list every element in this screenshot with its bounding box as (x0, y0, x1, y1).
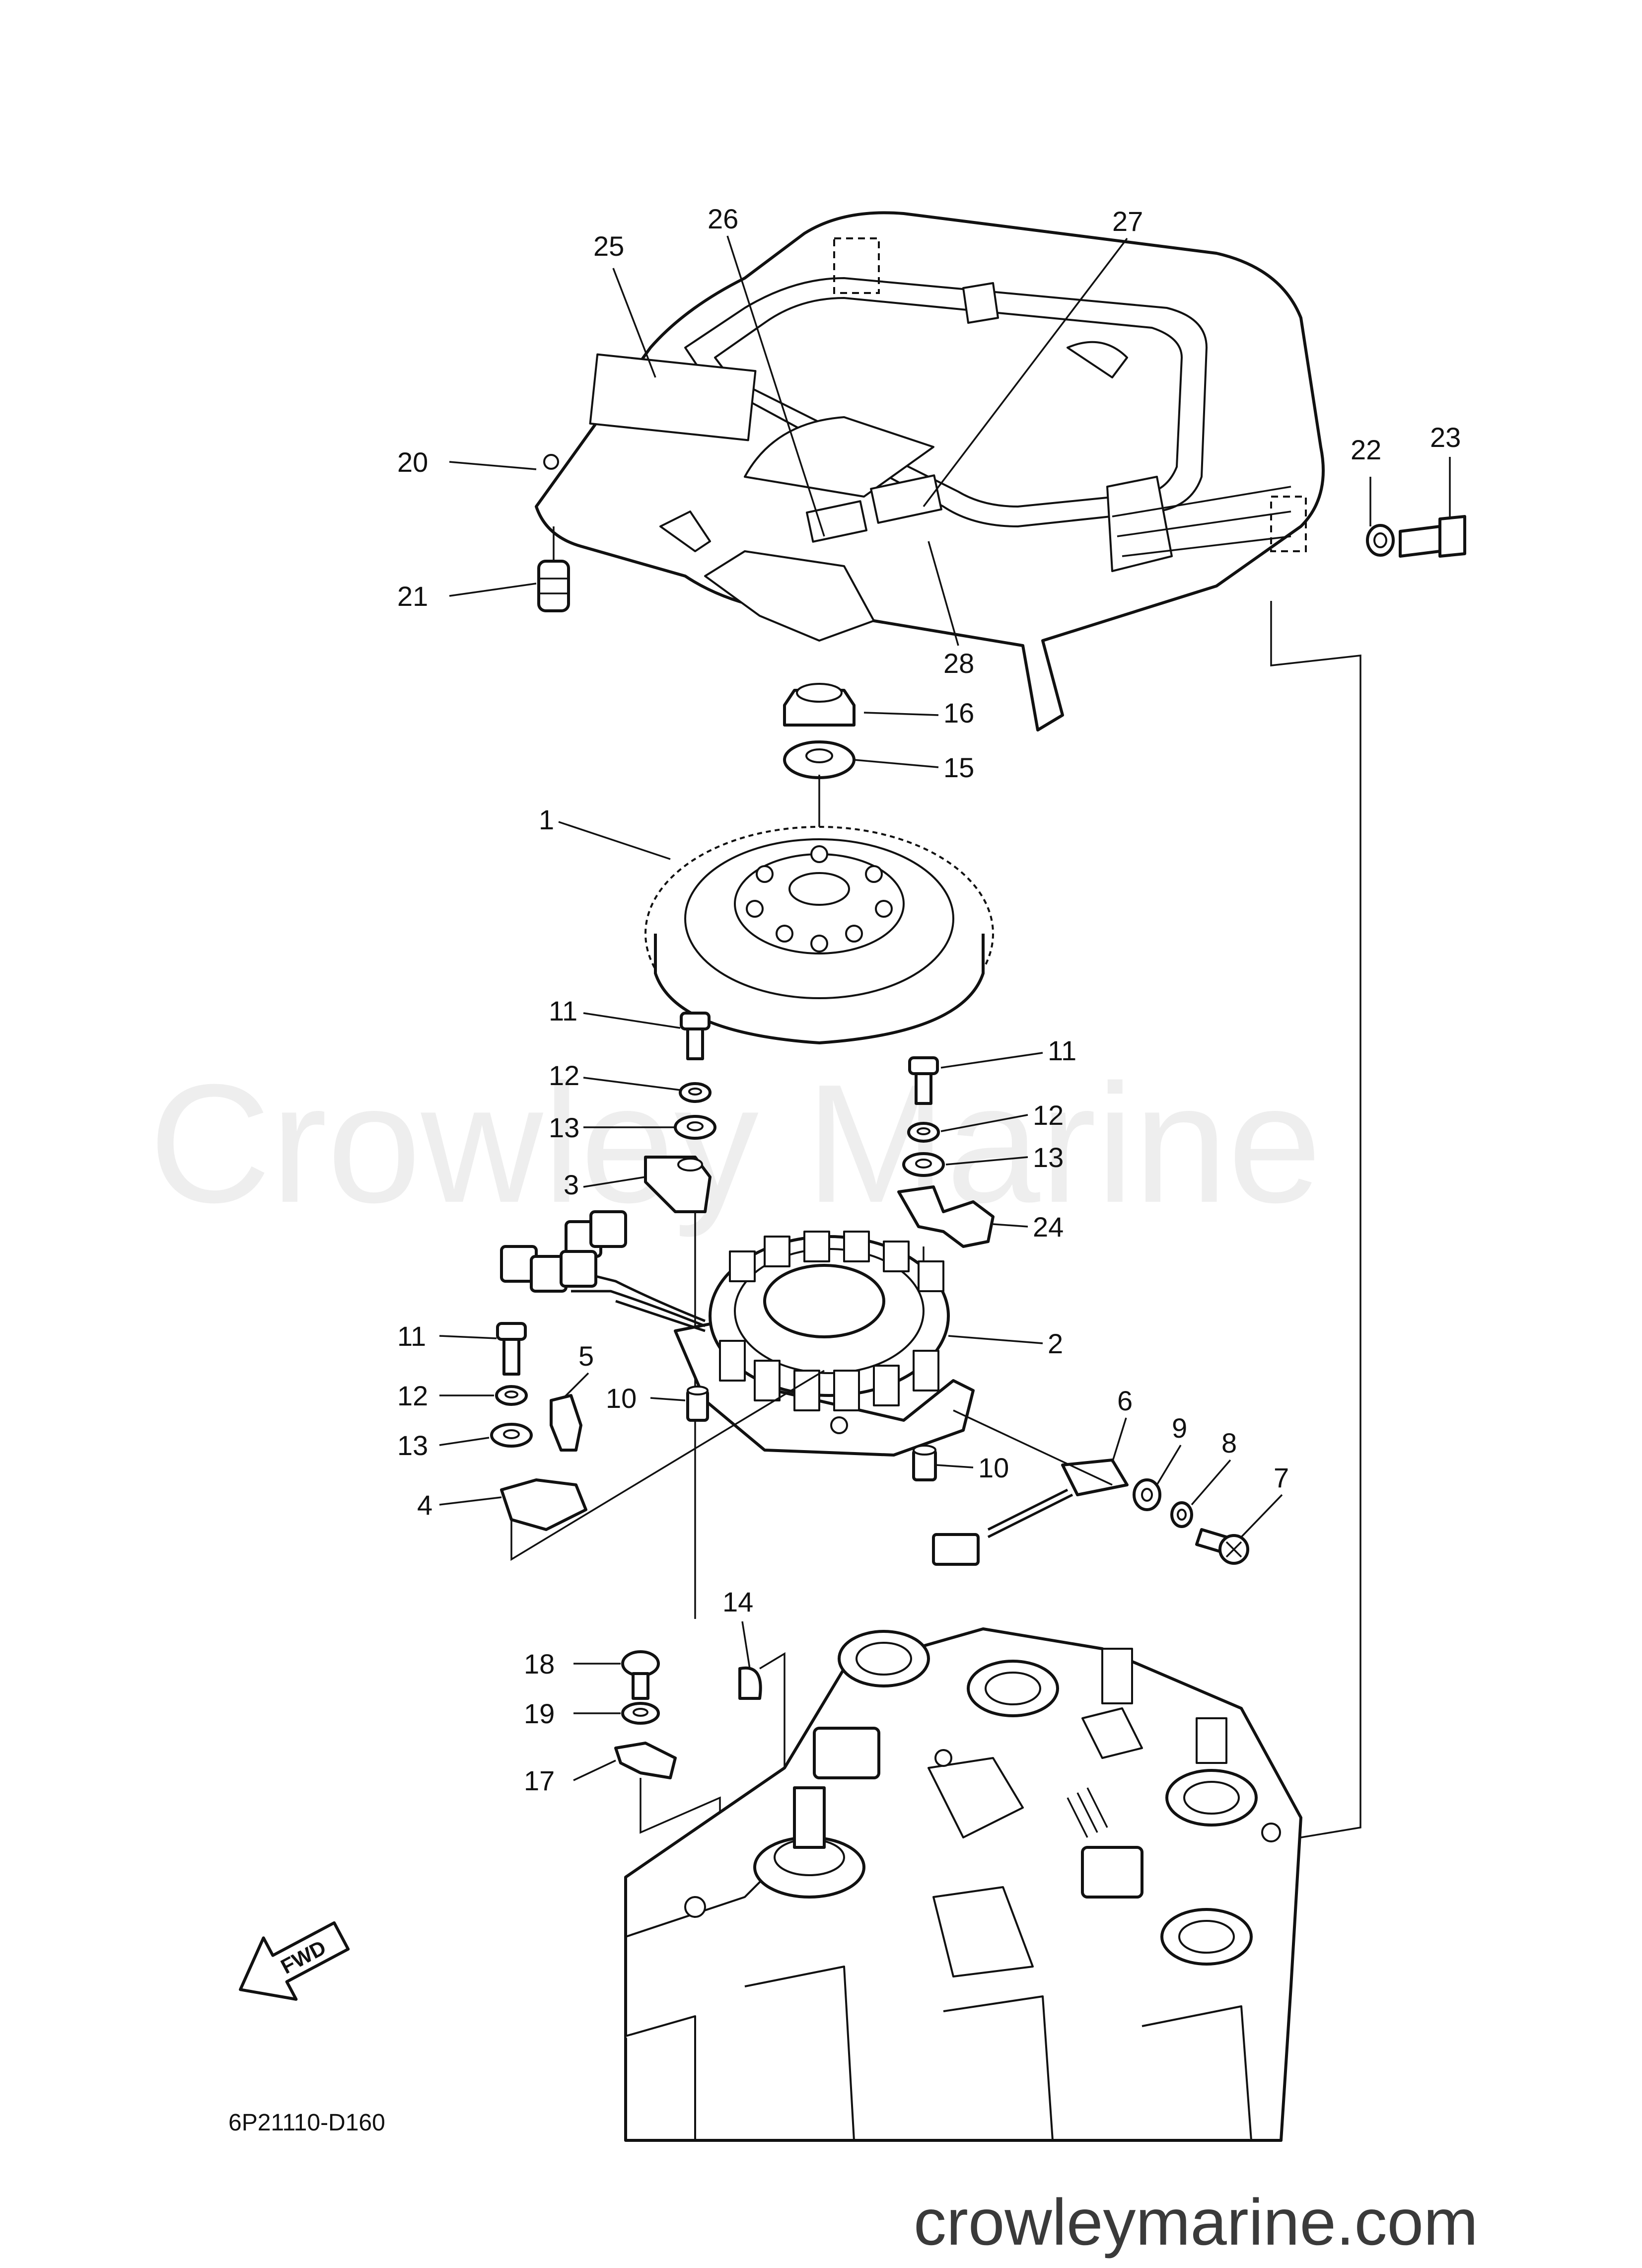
callout-17: 17 (524, 1765, 555, 1796)
callout-10-left: 10 (606, 1383, 637, 1414)
collar-part-10-left (686, 1386, 709, 1422)
callout-13-lower-left: 13 (397, 1430, 428, 1461)
flywheel-cover-part-20 (535, 211, 1325, 732)
screw-part-7 (1195, 1528, 1249, 1565)
bracket-part-17 (614, 1742, 677, 1779)
callout-22: 22 (1351, 434, 1381, 465)
washer-part-15 (783, 740, 856, 779)
callout-11-upper-right: 11 (1048, 1035, 1076, 1066)
callout-8: 8 (1221, 1427, 1237, 1459)
callout-21: 21 (397, 581, 428, 612)
callout-25: 25 (593, 230, 624, 262)
bolt-part-11-lower-left (496, 1322, 527, 1376)
screw-part-18 (621, 1650, 660, 1700)
callout-13-upper-left: 13 (549, 1112, 579, 1143)
grommet-part-21 (537, 526, 570, 612)
site-url[interactable]: crowleymarine.com (914, 2186, 1478, 2259)
bracket-part-5 (550, 1394, 582, 1452)
callout-11-lower-left: 11 (397, 1320, 426, 1352)
bolt-part-11-upper-right (908, 1056, 939, 1105)
bolt-part-23 (1399, 515, 1466, 558)
callout-10-right: 10 (978, 1452, 1009, 1483)
callout-4: 4 (417, 1489, 432, 1521)
pulser-coil-part-6 (932, 1409, 1129, 1566)
washer-part-19 (621, 1702, 660, 1725)
spring-washer-part-12-upper-right (907, 1122, 940, 1143)
collar-part-22 (1366, 524, 1395, 557)
cylinder-block-powerhead (624, 1627, 1302, 2142)
washer-part-13-upper-left (674, 1115, 716, 1140)
fwd-direction-arrow: FWD (239, 1921, 350, 2001)
callout-5: 5 (578, 1340, 594, 1372)
callout-1: 1 (539, 804, 554, 835)
spring-washer-part-12-upper-left (679, 1082, 712, 1103)
washer-part-8 (1170, 1501, 1193, 1528)
callout-12-lower-left: 12 (397, 1380, 428, 1411)
stator-assembly-part-2 (571, 1231, 975, 1457)
callout-13-upper-right: 13 (1033, 1142, 1064, 1173)
callout-11-upper-left: 11 (549, 995, 577, 1026)
callout-labels: 25 26 27 20 22 23 21 28 16 15 1 11 12 13… (397, 203, 1461, 1796)
callout-2: 2 (1048, 1328, 1063, 1359)
watermark-text: Crowley Marine (149, 1049, 1322, 1239)
callout-7: 7 (1274, 1462, 1289, 1493)
callout-23: 23 (1430, 422, 1461, 453)
clamp-part-24 (897, 1185, 995, 1248)
stator-connectors (500, 1210, 627, 1293)
callout-leader-lines (439, 235, 1451, 1781)
callout-3: 3 (564, 1169, 579, 1200)
bolt-part-11-upper-left (680, 1012, 711, 1060)
callout-12-upper-right: 12 (1033, 1099, 1064, 1131)
callout-28: 28 (943, 648, 974, 679)
callout-15: 15 (943, 752, 974, 783)
callout-18: 18 (524, 1648, 555, 1680)
woodruff-key-part-14 (738, 1666, 762, 1700)
washer-part-9 (1133, 1478, 1161, 1511)
collar-part-10-right (912, 1445, 937, 1481)
diagram-code: 6P21110-D160 (228, 2110, 385, 2136)
flywheel-part-1 (644, 826, 994, 1044)
holder-part-3 (644, 1156, 712, 1213)
callout-12-upper-left: 12 (549, 1060, 579, 1091)
callout-16: 16 (943, 697, 974, 729)
washer-part-13-upper-right (902, 1152, 945, 1177)
callout-6: 6 (1117, 1385, 1133, 1416)
callout-27: 27 (1112, 206, 1143, 237)
callout-20: 20 (397, 446, 428, 478)
spring-washer-part-12-lower-left (495, 1385, 528, 1406)
callout-24: 24 (1033, 1211, 1064, 1243)
nut-part-16 (783, 683, 856, 727)
callout-14: 14 (722, 1586, 753, 1617)
callout-26: 26 (708, 203, 738, 234)
callout-9: 9 (1172, 1412, 1187, 1444)
callout-19: 19 (524, 1698, 555, 1729)
washer-part-13-lower-left (490, 1423, 533, 1448)
